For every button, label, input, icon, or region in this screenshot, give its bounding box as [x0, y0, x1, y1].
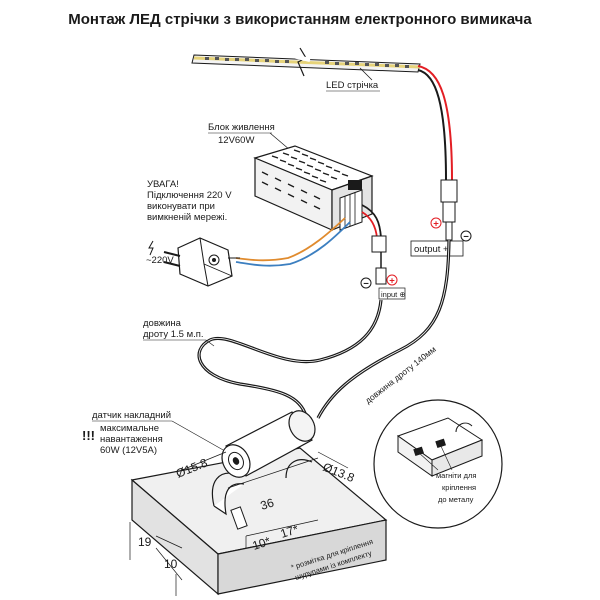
input-label: input ⊕ [381, 290, 406, 299]
long-wire-length: довжина дроту 140мм [363, 344, 438, 406]
diagram-title: Монтаж ЛЕД стрічки з використанням елект… [68, 11, 532, 28]
warning-line1: УВАГА! [147, 179, 179, 190]
led-strip-label: LED стрічка [326, 80, 379, 91]
short-wire-length-line1: довжина [143, 318, 182, 329]
output-minus-sign: − [463, 232, 469, 243]
sensor-exclaim: !!! [82, 428, 95, 443]
input-plus-sign: + [389, 276, 395, 287]
psu-label-line2: 12V60W [218, 135, 254, 146]
strip-lead-wires [417, 65, 453, 181]
warning-line4: вимкненій мережі. [147, 212, 227, 223]
led-chips [205, 57, 409, 68]
warning-line3: виконувати при [147, 201, 215, 212]
dim-hole-spacing: 17* [279, 522, 301, 541]
mains-voltage: ~220V [146, 255, 174, 266]
output-connector [440, 179, 458, 241]
dimension-lines [129, 451, 349, 596]
sensor-max-line1: максимальне [100, 423, 159, 434]
input-connector [375, 252, 387, 285]
sensor-input-cable [197, 299, 383, 417]
input-polarity: − + [360, 274, 398, 290]
sensor-max-line2: навантаження [100, 434, 163, 445]
output-plus-sign: + [433, 219, 439, 230]
sensor-body [221, 410, 316, 478]
psu-label-line1: Блок живлення [208, 122, 275, 133]
output-polarity: + − [430, 217, 472, 243]
output-label: output + [414, 244, 449, 255]
mains-plug [163, 237, 240, 287]
dim-hole-offset: 10* [251, 534, 273, 553]
warning-line2: Підключення 220 V [147, 190, 232, 201]
power-supply-unit [253, 145, 374, 231]
sensor-output-cable [316, 239, 451, 419]
mains-wires [235, 217, 351, 267]
input-minus-sign: − [363, 279, 369, 290]
led-strip [191, 47, 421, 77]
dim-thickness: 10 [164, 557, 178, 571]
dim-height: 19 [138, 535, 152, 549]
magnet-note-line2: кріплення [442, 483, 476, 492]
lightning-icon [148, 240, 154, 256]
dim-length: 36 [259, 495, 276, 513]
magnet-note-line3: до металу [438, 495, 474, 504]
magnet-detail [373, 399, 503, 529]
magnet-note-line1: магніти для [436, 471, 476, 480]
sensor-max-line3: 60W (12V5A) [100, 445, 157, 456]
short-wire-length-line2: дроту 1.5 м.п. [143, 329, 204, 340]
mounting-surface [130, 447, 388, 596]
sensor-name: датчик накладний [92, 410, 171, 421]
psu-output-wires [361, 204, 387, 253]
